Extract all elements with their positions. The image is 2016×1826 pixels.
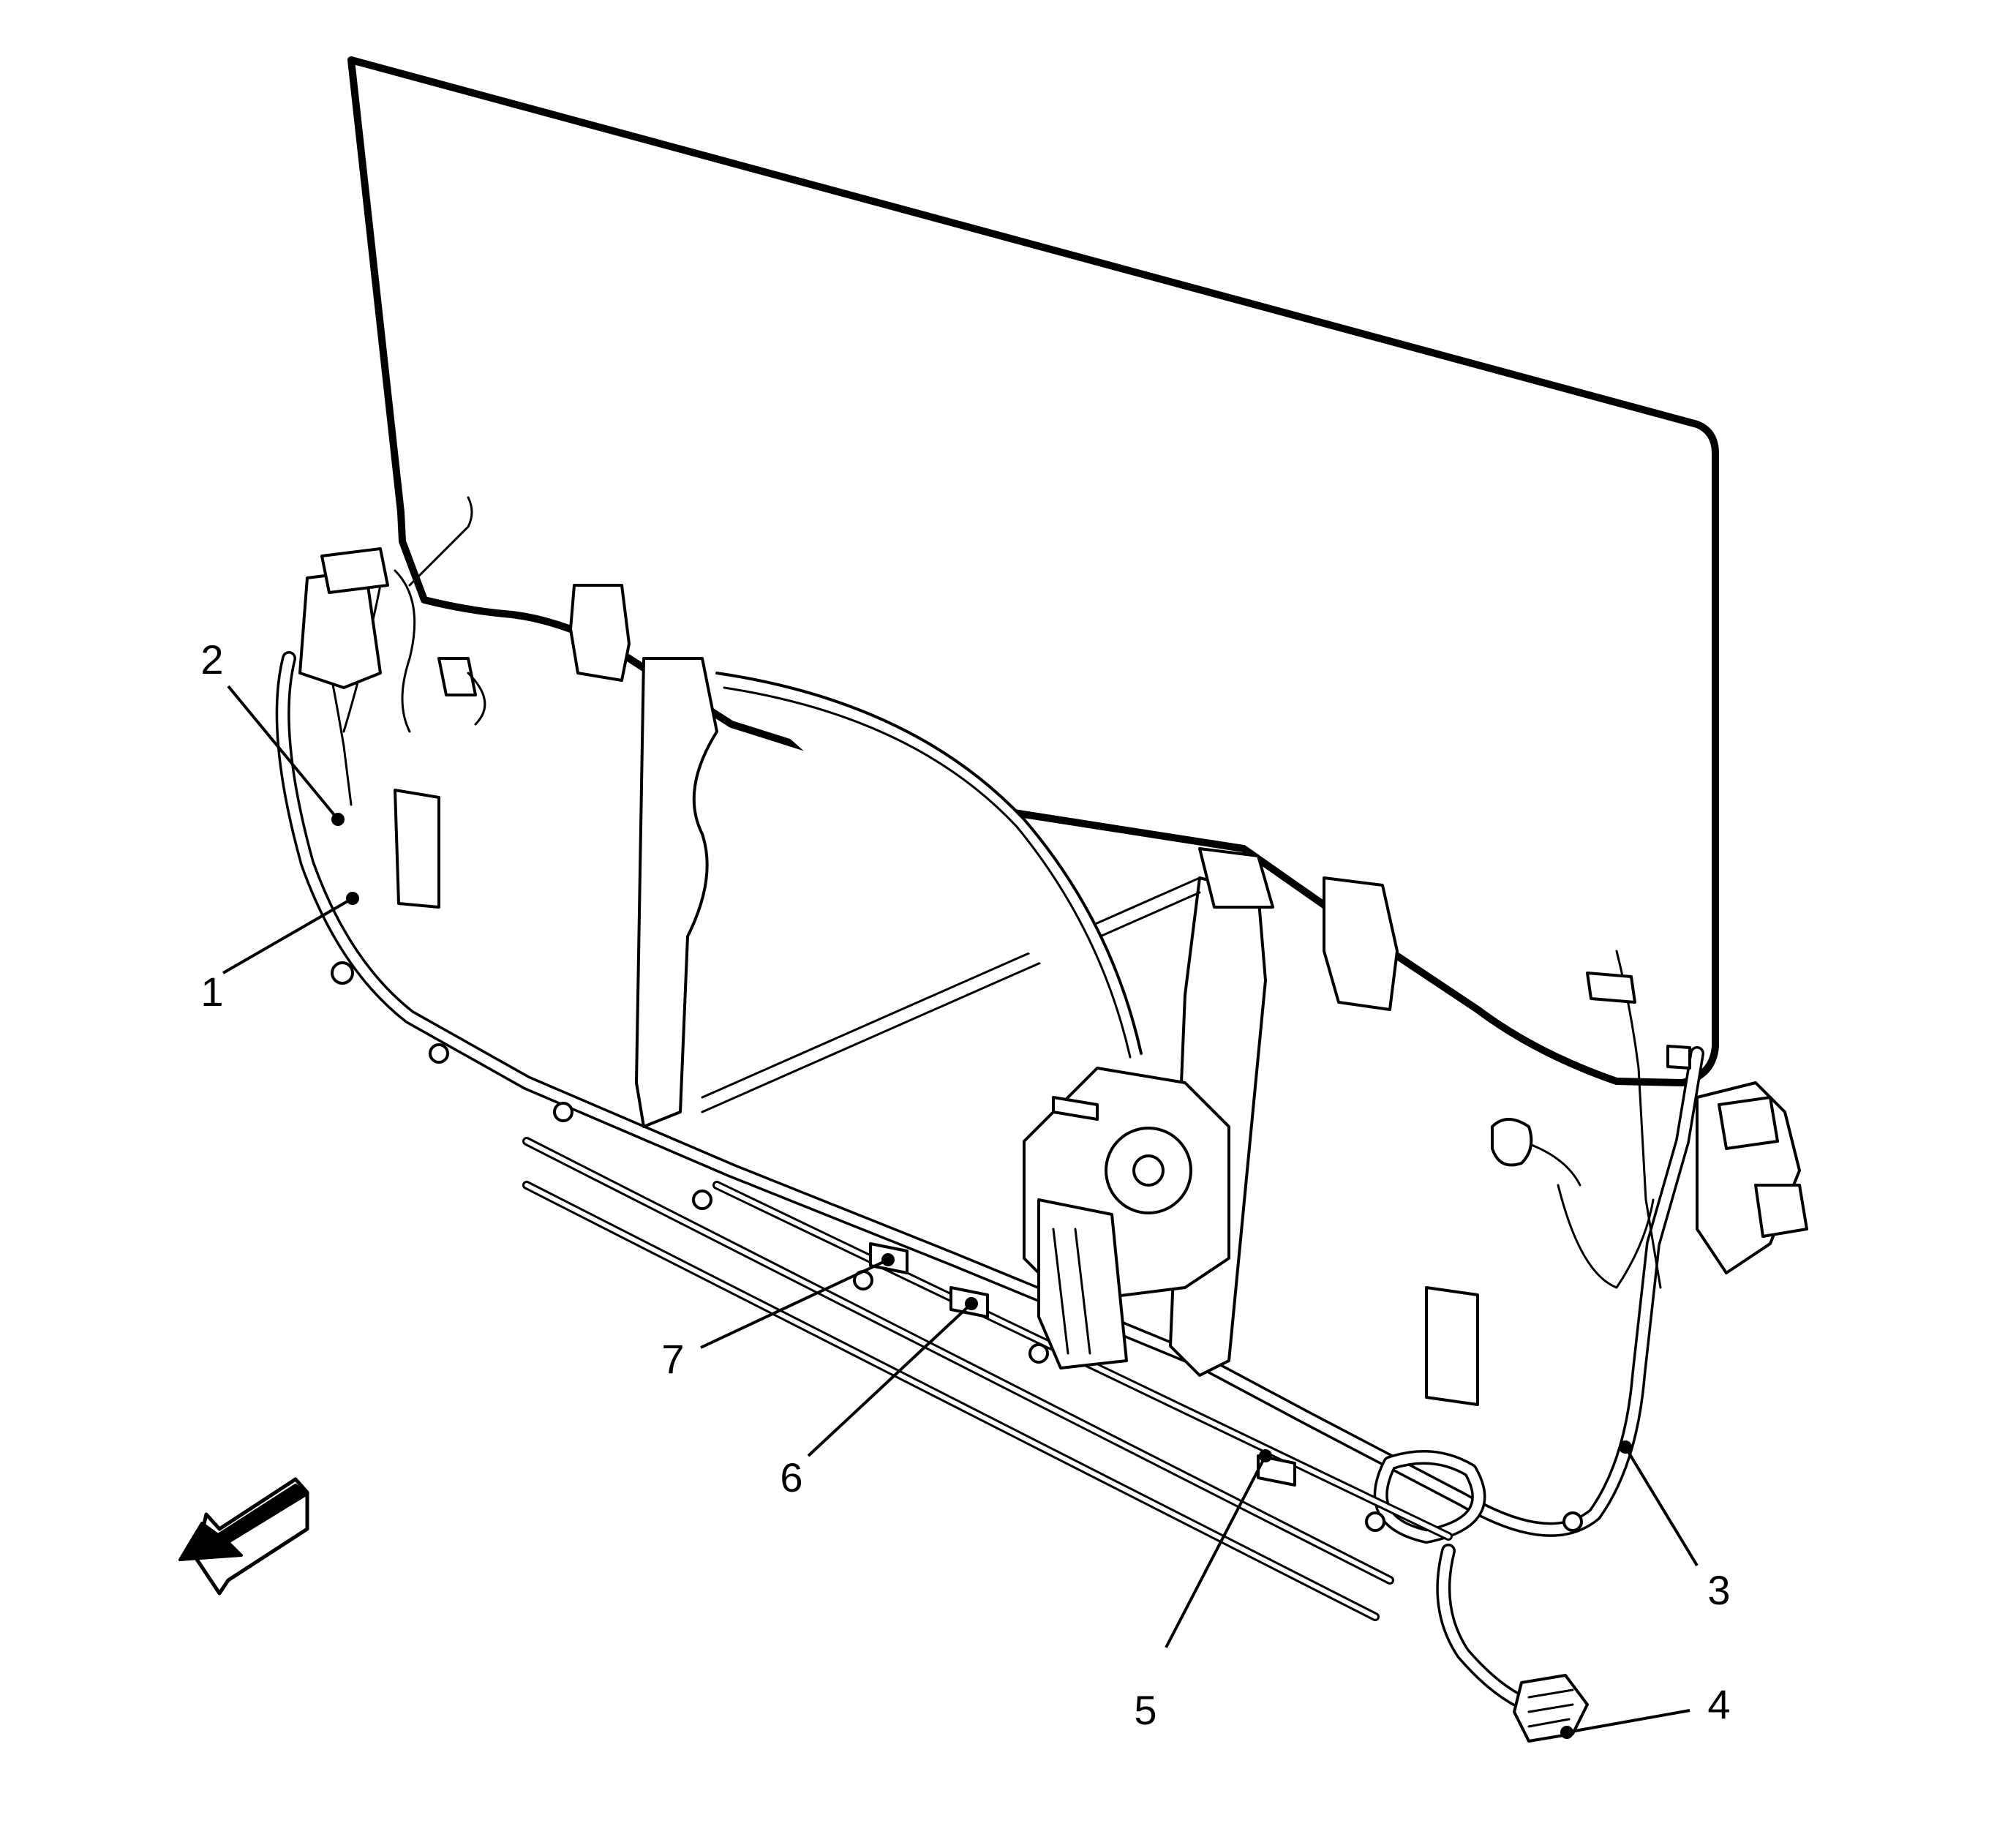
callout-1: 1 — [200, 969, 223, 1015]
glass-clip-right — [1323, 876, 1399, 1011]
callout-7: 7 — [661, 1336, 684, 1382]
front-direction-arrow-icon — [178, 1477, 309, 1596]
glass-clip-left — [569, 584, 631, 682]
door-switch-right — [1491, 1118, 1533, 1167]
right-latch-assembly — [1425, 972, 1808, 1406]
harness-retainers — [331, 961, 1583, 1532]
callout-2: 2 — [200, 636, 223, 683]
label-sticker-left — [394, 789, 440, 909]
callout-4: 4 — [1707, 1681, 1730, 1727]
callout-leaders — [222, 685, 1699, 1739]
window-regulator — [569, 584, 1399, 1377]
callout-5: 5 — [1134, 1687, 1156, 1733]
callout-3: 3 — [1707, 1567, 1730, 1613]
regulator-motor — [1023, 1067, 1230, 1370]
left-latch-assembly — [298, 496, 486, 909]
callout-6: 6 — [780, 1454, 802, 1500]
harness-connector — [1513, 1674, 1589, 1743]
callout-labels: 1 2 3 4 5 6 7 — [200, 636, 1730, 1733]
window-glass — [347, 56, 1719, 1086]
label-sticker-right — [1425, 1286, 1479, 1406]
